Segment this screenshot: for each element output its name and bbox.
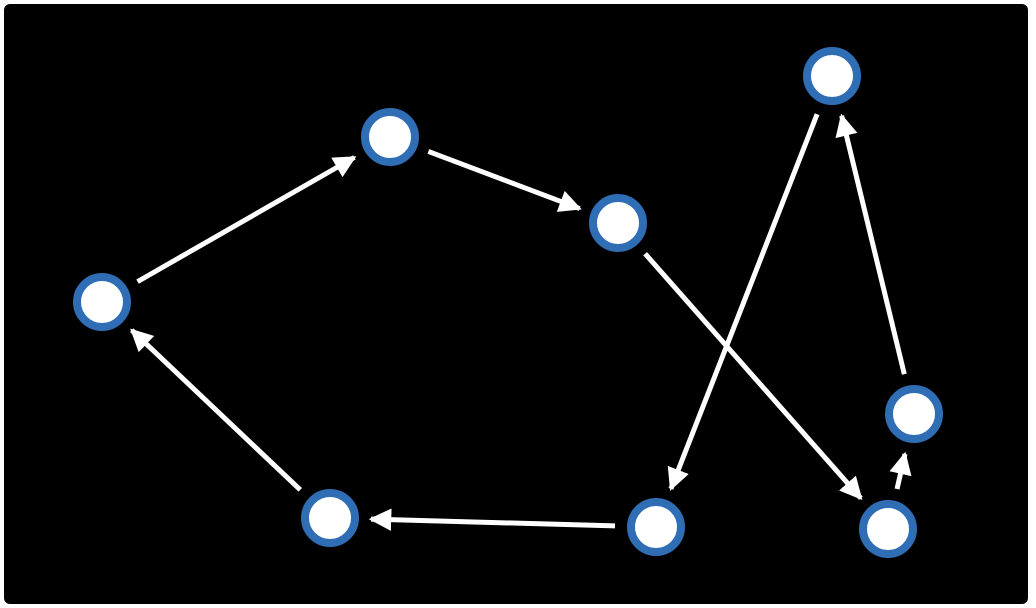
diagram-canvas (4, 4, 1028, 604)
nodes-layer (73, 47, 943, 558)
edge-n4-to-n6 (667, 113, 820, 491)
graph-node-n8 (885, 385, 943, 443)
directed-graph (73, 47, 943, 558)
edges-layer (130, 113, 912, 531)
edge-n5-to-n1 (130, 328, 302, 492)
graph-node-n7 (859, 500, 917, 558)
edge-n6-to-n5 (368, 508, 616, 531)
graph-node-n6 (627, 498, 685, 556)
edge-n7-to-n8 (889, 451, 912, 490)
edge-n2-to-n3 (427, 149, 582, 212)
graph-node-n1 (73, 273, 131, 331)
graph-node-n5 (301, 489, 359, 547)
edge-n8-to-n4 (835, 113, 907, 375)
edge-n3-to-n7 (643, 252, 863, 500)
graph-node-n4 (803, 47, 861, 105)
graph-node-n2 (361, 108, 419, 166)
edge-n1-to-n2 (136, 155, 357, 284)
graph-node-n3 (589, 194, 647, 252)
